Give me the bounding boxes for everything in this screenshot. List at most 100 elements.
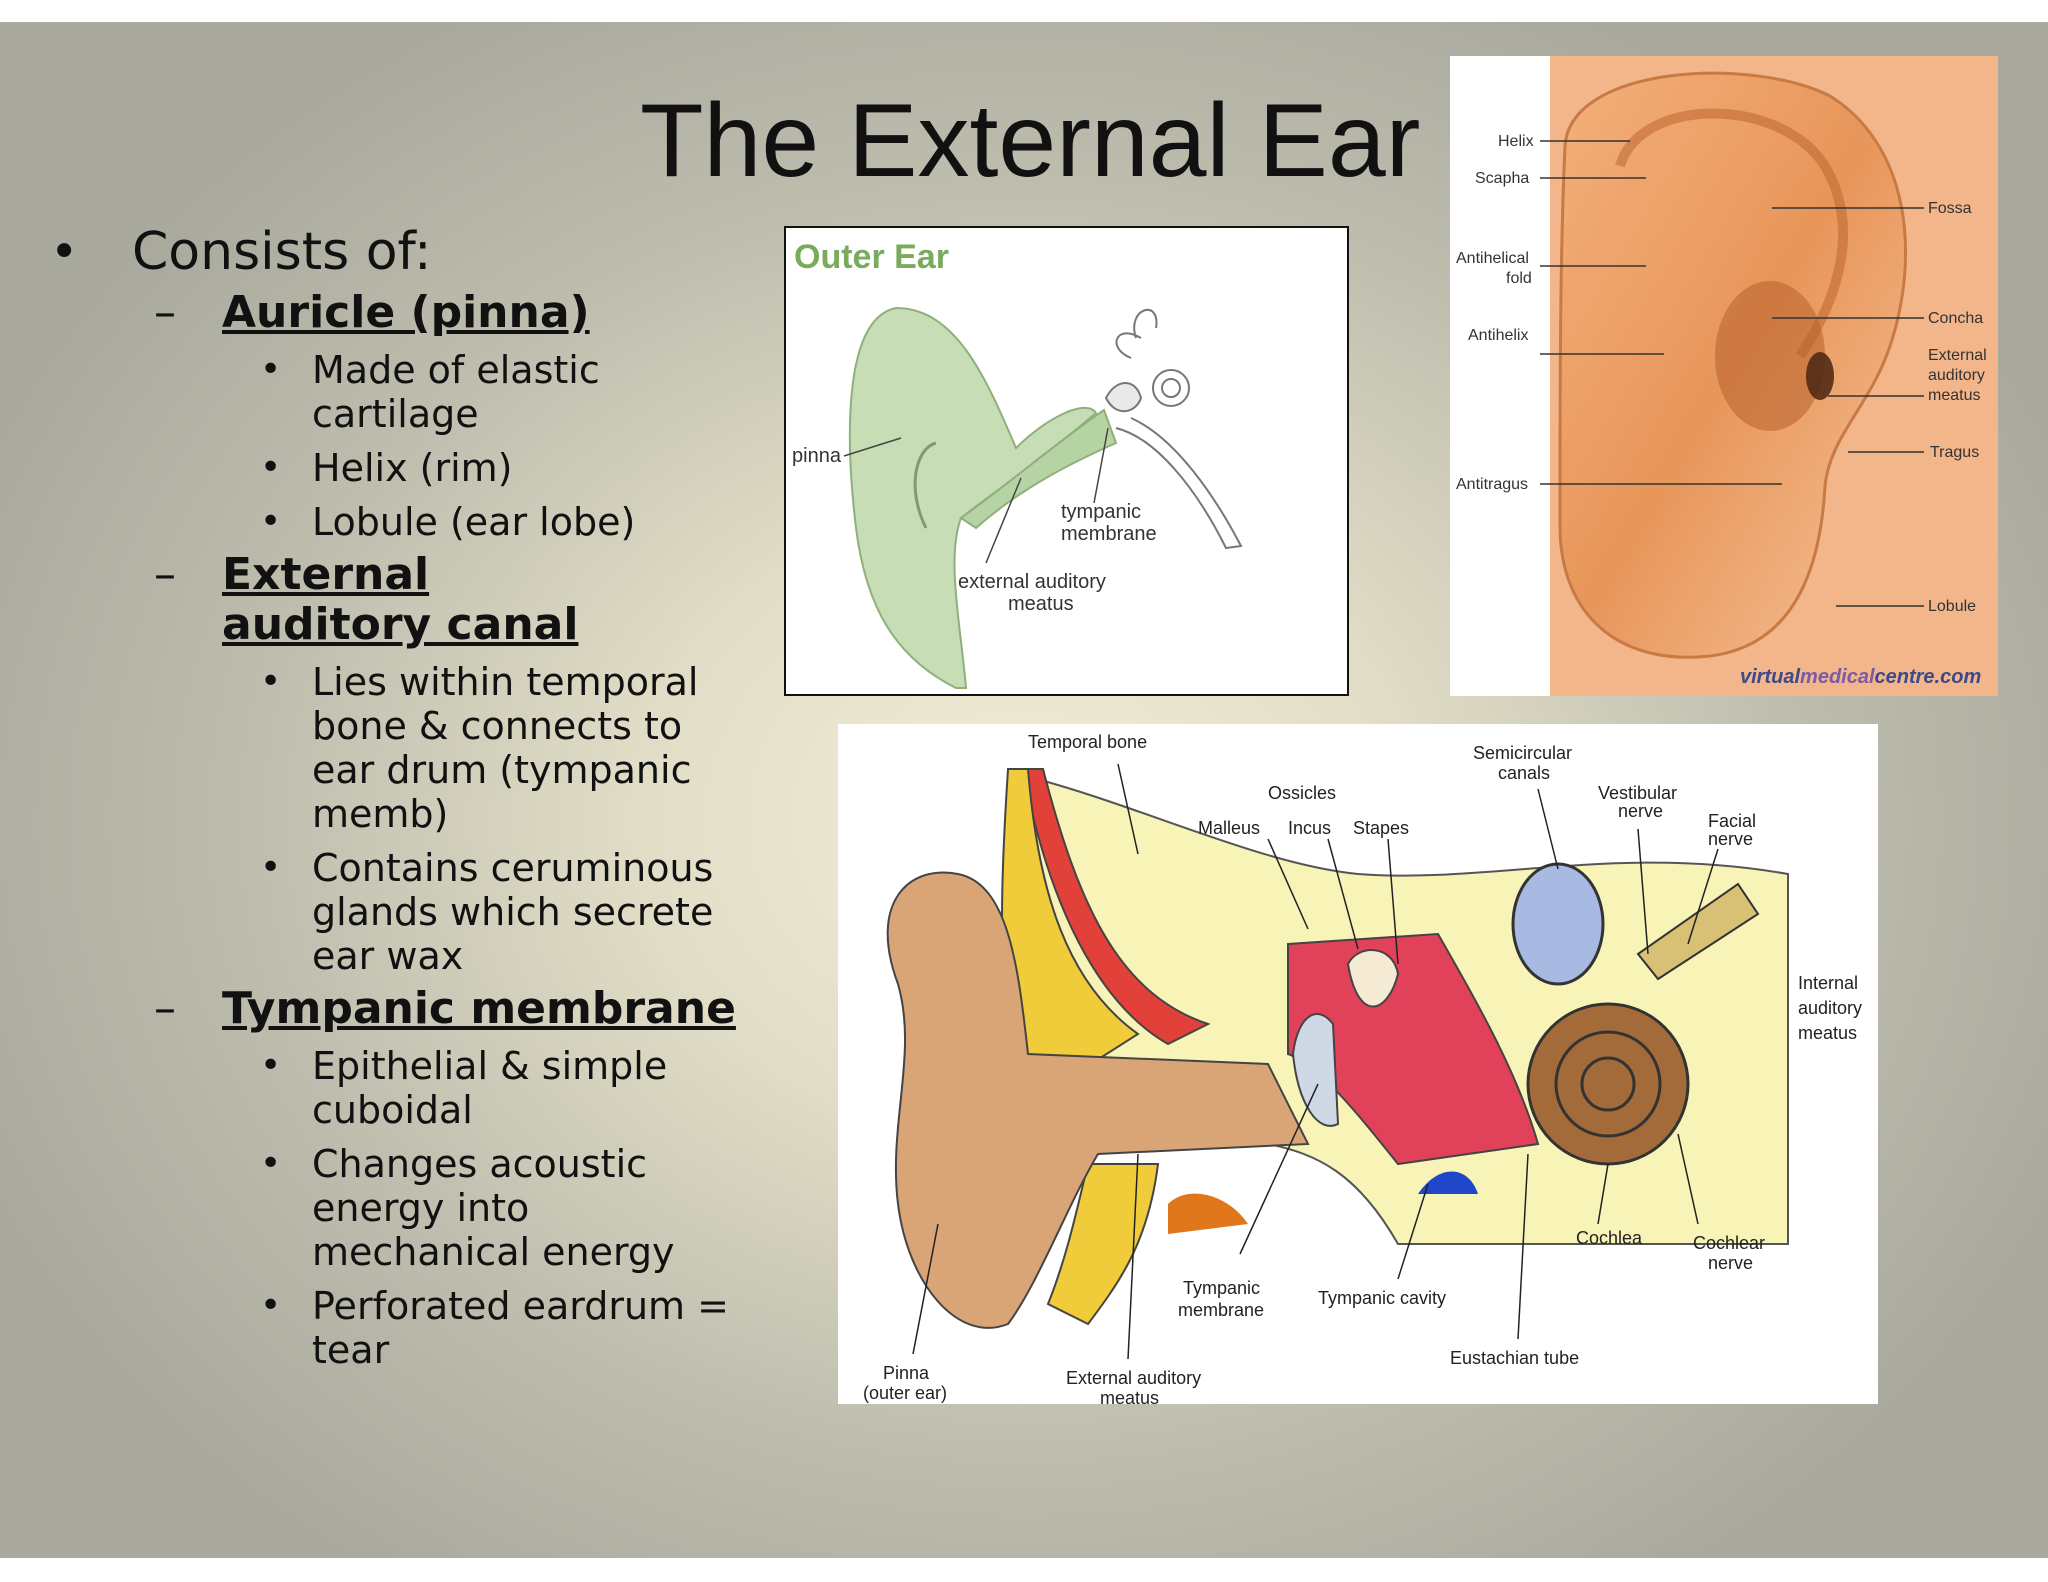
subheading-text: Tympanic membrane (222, 983, 736, 1034)
label-stapes: Stapes (1353, 818, 1409, 838)
label-vestibular-2: nerve (1618, 801, 1663, 821)
sub-bullet: • Contains ceruminous glands which secret… (50, 846, 752, 978)
label-antihelix: Antihelix (1468, 327, 1528, 344)
label-facial-2: nerve (1708, 829, 1753, 849)
sub-bullet-text: Made of elastic cartilage (312, 348, 600, 436)
bullet-marker: • (50, 224, 79, 280)
cartilage-lower (1046, 1163, 1160, 1326)
label-tympanic-m-1: Tympanic (1183, 1278, 1260, 1298)
credit-medical: medical (1800, 666, 1875, 688)
label-eam-2: meatus (1100, 1388, 1159, 1404)
bullet-marker: • (260, 1285, 282, 1326)
label-eam-2: meatus (1008, 593, 1074, 615)
label-cochlea: Cochlea (1576, 1228, 1643, 1248)
sub-bullet-text: Lobule (ear lobe) (312, 500, 636, 544)
ear-anatomy-diagram: Temporal bone Semicircular canals Ossicl… (838, 724, 1878, 1408)
cochlea-inner (1161, 378, 1181, 398)
label-eam-1: External auditory (1066, 1368, 1201, 1388)
label-temporal-bone: Temporal bone (1028, 732, 1147, 752)
label-tympanic-1: tympanic (1061, 501, 1141, 523)
label-eustachian: Eustachian tube (1450, 1348, 1579, 1368)
bullet-consists: • Consists of: (50, 222, 750, 282)
sub-bullet-text: Changes acoustic energy into mechanical … (312, 1142, 675, 1274)
sub-bullet: •Helix (rim) (50, 446, 772, 490)
label-internal-3: meatus (1798, 1023, 1857, 1043)
label-pinna-1: Pinna (883, 1363, 930, 1383)
cochlea-spiral-2 (1580, 1056, 1636, 1112)
credit-virtual: virtual (1740, 666, 1800, 688)
subheading-tympanic: –Tympanic membrane (50, 984, 750, 1034)
label-cochlear-2: nerve (1708, 1253, 1753, 1273)
bullet-marker: • (260, 1045, 282, 1086)
subheading-text: Auricle (pinna) (222, 287, 590, 338)
subheading-text: External auditory canal (222, 549, 579, 650)
label-semicircular-1: Semicircular (1473, 743, 1572, 763)
pinna-leader (843, 437, 902, 457)
bullet-marker: • (260, 349, 282, 390)
meatus-opening (1806, 352, 1834, 400)
label-concha: Concha (1928, 310, 1983, 327)
outer-ear-diagram: Outer Ear pinna tympanic membrane extern… (784, 226, 1349, 696)
antihelix-fold (1615, 108, 1848, 359)
anatomy-drawing: Temporal bone Semicircular canals Ossicl… (863, 732, 1862, 1408)
credit-centre: centre.com (1875, 666, 1982, 688)
sub-bullet: • Lies within temporal bone & connects to… (50, 660, 752, 836)
ear-photo: Helix Scapha Antihelical fold Antihelix … (1456, 56, 1998, 696)
label-lobule: Lobule (1928, 598, 1976, 615)
outer-ear-drawing: Outer Ear pinna tympanic membrane extern… (792, 238, 1243, 689)
label-semicircular-2: canals (1498, 763, 1550, 783)
dash-marker: – (154, 287, 176, 338)
bullet-marker: • (260, 661, 282, 702)
dash-marker: – (154, 983, 176, 1034)
ossicle-outline (1104, 382, 1143, 413)
label-eam-2: auditory (1928, 367, 1985, 384)
subheading-canal: –External auditory canal (50, 550, 642, 650)
pinna-and-canal (886, 871, 1310, 1329)
label-eam-3: meatus (1928, 387, 1980, 404)
leader-lines (1540, 140, 1924, 607)
cochlea-outline (1152, 369, 1190, 407)
sub-bullet-text: Lies within temporal bone & connects to … (312, 660, 699, 836)
label-tympanic-2: membrane (1061, 523, 1157, 545)
subheading-auricle: –Auricle (pinna) (50, 288, 750, 338)
bullet-marker: • (260, 501, 282, 542)
label-helix: Helix (1498, 133, 1534, 150)
label-eam-1: external auditory (958, 571, 1106, 593)
cochlea-shape (1526, 1002, 1690, 1166)
eam-leader (985, 477, 1022, 564)
slide: The External Ear •Consists of: –Auricle … (0, 22, 2048, 1558)
label-incus: Incus (1288, 818, 1331, 838)
tympanic-leader (1093, 427, 1109, 504)
label-tragus: Tragus (1930, 444, 1979, 461)
label-fossa: Fossa (1928, 200, 1972, 217)
label-internal-1: Internal (1798, 973, 1858, 993)
bullet-marker: • (260, 1143, 282, 1184)
label-pinna: pinna (792, 445, 842, 467)
pinna-fold (913, 441, 937, 529)
sub-bullet-text: Helix (rim) (312, 446, 513, 490)
label-eam-1: External (1928, 347, 1987, 364)
concha-shadow (1715, 281, 1825, 431)
cochlea-spiral-1 (1554, 1030, 1662, 1138)
sub-bullet: • Made of elastic cartilage (50, 348, 772, 436)
ear-photo-panel: Helix Scapha Antihelical fold Antihelix … (1450, 56, 1998, 696)
nerve-bundle (1636, 882, 1760, 981)
dash-marker: – (154, 549, 176, 600)
tube-line (1115, 417, 1243, 550)
sub-bullet-text: Contains ceruminous glands which secrete… (312, 846, 714, 978)
bullet-text: Consists of: (132, 222, 432, 282)
anatomy-leaders (912, 763, 1719, 1360)
label-tympanic-cavity: Tympanic cavity (1318, 1288, 1446, 1308)
label-antihelical-2: fold (1506, 270, 1532, 287)
sub-bullet: •Perforated eardrum = tear (50, 1284, 772, 1372)
bullet-marker: • (260, 847, 282, 888)
bullet-list: •Consists of: –Auricle (pinna) •Made of … (50, 222, 750, 1372)
sub-bullet: • Lobule (ear lobe) (50, 500, 772, 544)
eustachian-blue (1418, 1171, 1478, 1194)
sub-bullet: • Epithelial & simple cuboidal (50, 1044, 732, 1132)
credit-text: virtualmedicalcentre.com (1740, 666, 1981, 688)
label-tympanic-m-2: membrane (1178, 1300, 1264, 1320)
label-antitragus: Antitragus (1456, 476, 1528, 493)
label-ossicles: Ossicles (1268, 783, 1336, 803)
sub-bullet-text: Epithelial & simple cuboidal (312, 1044, 668, 1132)
